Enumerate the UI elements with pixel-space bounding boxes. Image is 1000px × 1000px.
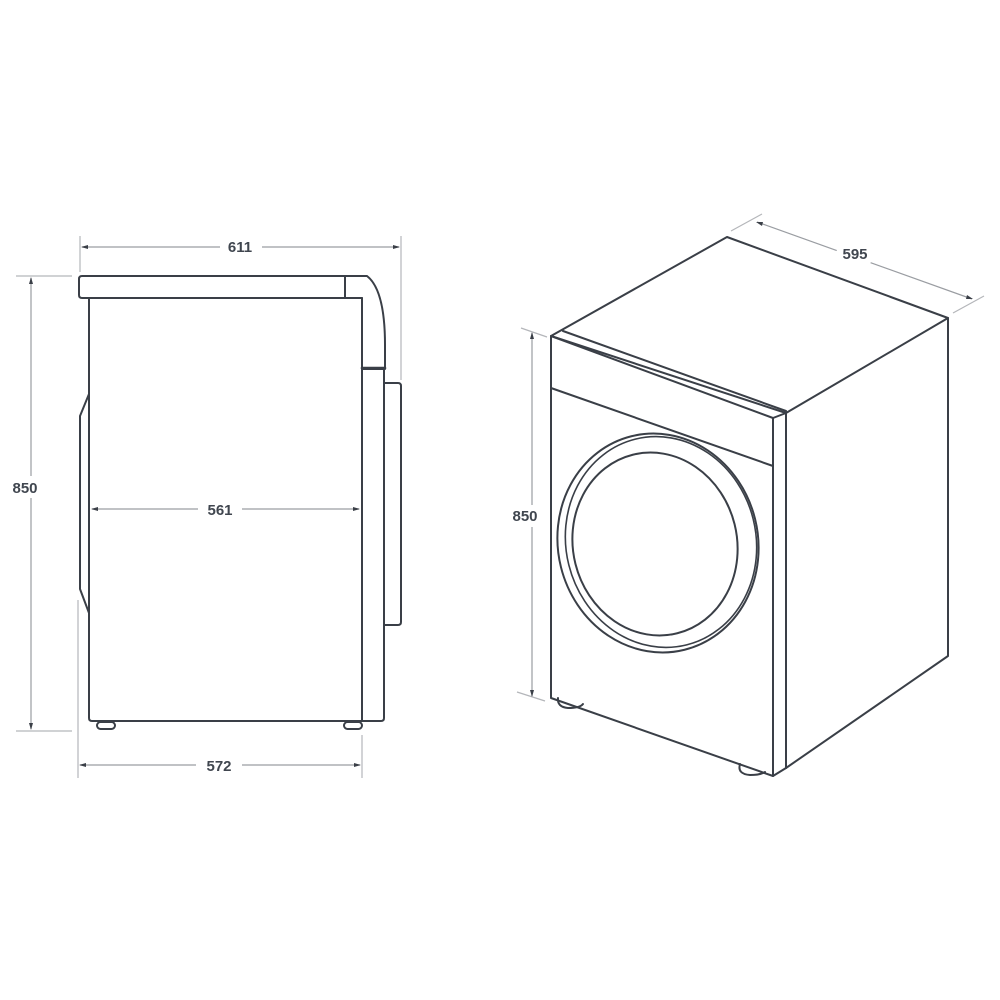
dimension-body-depth: 561 xyxy=(91,499,360,519)
dimension-label-base-depth: 572 xyxy=(206,758,231,775)
top-front-curve xyxy=(344,275,386,370)
front-panel xyxy=(361,367,385,722)
door-porthole xyxy=(556,432,760,654)
control-panel-line xyxy=(550,387,774,467)
rear-panel-bulge xyxy=(79,393,90,614)
dimension-height-side: 850 xyxy=(8,277,42,730)
body xyxy=(88,297,363,722)
dimension-width-iso: 595 xyxy=(730,213,985,314)
side-view: 611 850 561 xyxy=(8,236,402,778)
top-face xyxy=(550,236,949,414)
foot xyxy=(556,697,584,709)
dimension-base-depth: 572 xyxy=(79,755,361,775)
foot xyxy=(343,721,363,730)
dimension-label-height-side: 850 xyxy=(12,480,37,497)
foot xyxy=(96,721,116,730)
side-face xyxy=(785,317,949,769)
dimension-overall-depth: 611 xyxy=(81,236,400,256)
dimension-label-width-iso: 595 xyxy=(842,246,867,263)
worktop-edge xyxy=(550,335,787,419)
isometric-view: 595 850 xyxy=(508,213,985,777)
dimension-label-height-iso: 850 xyxy=(512,508,537,525)
dimension-height-iso: 850 xyxy=(508,327,548,702)
door xyxy=(383,382,402,626)
front-face xyxy=(550,335,774,777)
dimension-label-body-depth: 561 xyxy=(207,502,232,519)
worktop xyxy=(78,275,346,299)
dimension-label-overall-depth: 611 xyxy=(228,239,252,256)
foot xyxy=(738,763,766,776)
